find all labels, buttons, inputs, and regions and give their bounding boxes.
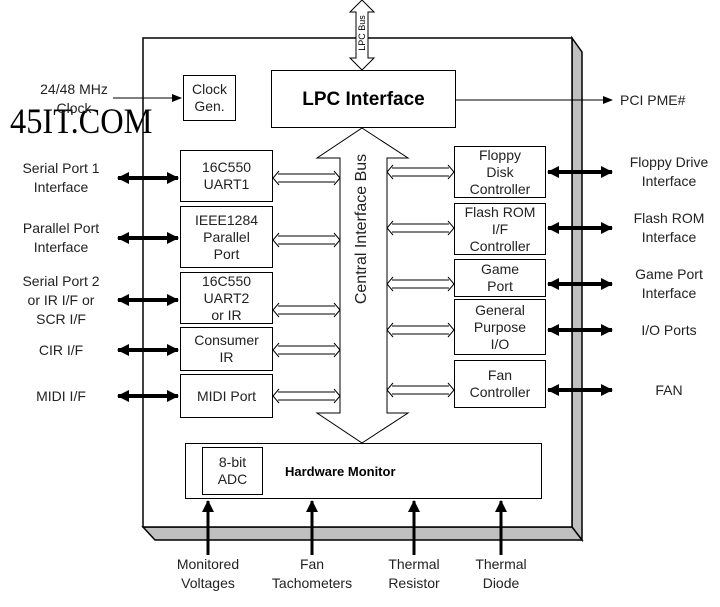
left-block-label: MIDI Port xyxy=(196,387,257,404)
right-bus-connector xyxy=(386,382,455,398)
chip-shadow-right xyxy=(571,35,583,543)
clock-input-label: 24/48 MHz Clock xyxy=(40,81,108,116)
left-block-4: MIDI Port xyxy=(180,374,273,418)
right-block-3: General Purpose I/O xyxy=(454,299,546,355)
watermark-text: 45IT.COM xyxy=(10,101,153,141)
right-external-label: I/O Ports xyxy=(641,321,697,338)
right-block-4: Fan Controller xyxy=(454,360,546,408)
left-external-label: CIR I/F xyxy=(38,341,84,358)
left-block-3: Consumer IR xyxy=(180,327,273,371)
hw-monitor-input-label: Thermal Resistor xyxy=(388,556,440,591)
right-block-2: Game Port xyxy=(454,259,546,297)
right-block-label: Floppy Disk Controller xyxy=(469,146,531,197)
right-bus-connector xyxy=(386,164,455,180)
left-block-label: 16C550 UART2 or IR xyxy=(201,272,252,323)
left-block-1: IEEE1284 Parallel Port xyxy=(180,206,273,268)
left-external-label: Parallel Port Interface xyxy=(22,220,100,255)
right-block-label: Flash ROM I/F Controller xyxy=(464,203,536,254)
left-external-label: Serial Port 2 or IR I/F or SCR I/F xyxy=(22,272,100,327)
left-bus-connector xyxy=(272,170,341,186)
hardware-monitor-block: 8-bit ADC Hardware Monitor xyxy=(185,443,542,499)
hw-monitor-input-label: Monitored Voltages xyxy=(176,556,240,591)
lpc-bus-label: LPC Bus xyxy=(357,15,367,51)
right-external-label: Game Port Interface xyxy=(635,266,703,301)
left-block-label: IEEE1284 Parallel Port xyxy=(194,211,259,262)
right-bus-connector xyxy=(386,322,455,338)
right-block-label: General Purpose I/O xyxy=(473,301,527,352)
left-block-label: Consumer IR xyxy=(194,332,259,365)
left-block-label: 16C550 UART1 xyxy=(201,159,252,192)
lpc-interface-label: LPC Interface xyxy=(302,88,425,110)
left-bus-connector xyxy=(272,388,341,404)
left-bus-connector xyxy=(272,232,341,248)
left-block-0: 16C550 UART1 xyxy=(180,150,273,202)
central-bus-label: Central Interface Bus xyxy=(353,153,370,305)
hw-monitor-input-label: Thermal Diode xyxy=(475,556,527,591)
left-bus-connector xyxy=(272,302,341,318)
left-external-label: MIDI I/F xyxy=(36,387,86,404)
right-external-label: Floppy Drive Interface xyxy=(629,154,709,189)
right-block-1: Flash ROM I/F Controller xyxy=(454,203,546,255)
clock-gen-label: Clock Gen. xyxy=(191,81,227,114)
right-block-label: Game Port xyxy=(480,261,520,294)
right-external-label: FAN xyxy=(655,381,683,398)
adc-block: 8-bit ADC xyxy=(202,447,263,495)
pci-pme-label: PCI PME# xyxy=(620,92,686,108)
right-external-label: Flash ROM Interface xyxy=(633,210,705,245)
right-block-label: Fan Controller xyxy=(469,367,531,400)
right-block-0: Floppy Disk Controller xyxy=(454,146,546,198)
left-block-2: 16C550 UART2 or IR xyxy=(180,272,273,324)
right-bus-connector xyxy=(386,276,455,292)
hw-monitor-input-label: Fan Tachometers xyxy=(271,556,353,591)
hardware-monitor-label: Hardware Monitor xyxy=(285,463,396,479)
adc-label: 8-bit ADC xyxy=(217,454,248,487)
right-bus-connector xyxy=(386,220,455,236)
left-external-label: Serial Port 1 Interface xyxy=(22,160,100,195)
left-bus-connector xyxy=(272,342,341,358)
lpc-interface-block: LPC Interface xyxy=(271,70,456,128)
clock-gen-block: Clock Gen. xyxy=(183,75,236,121)
